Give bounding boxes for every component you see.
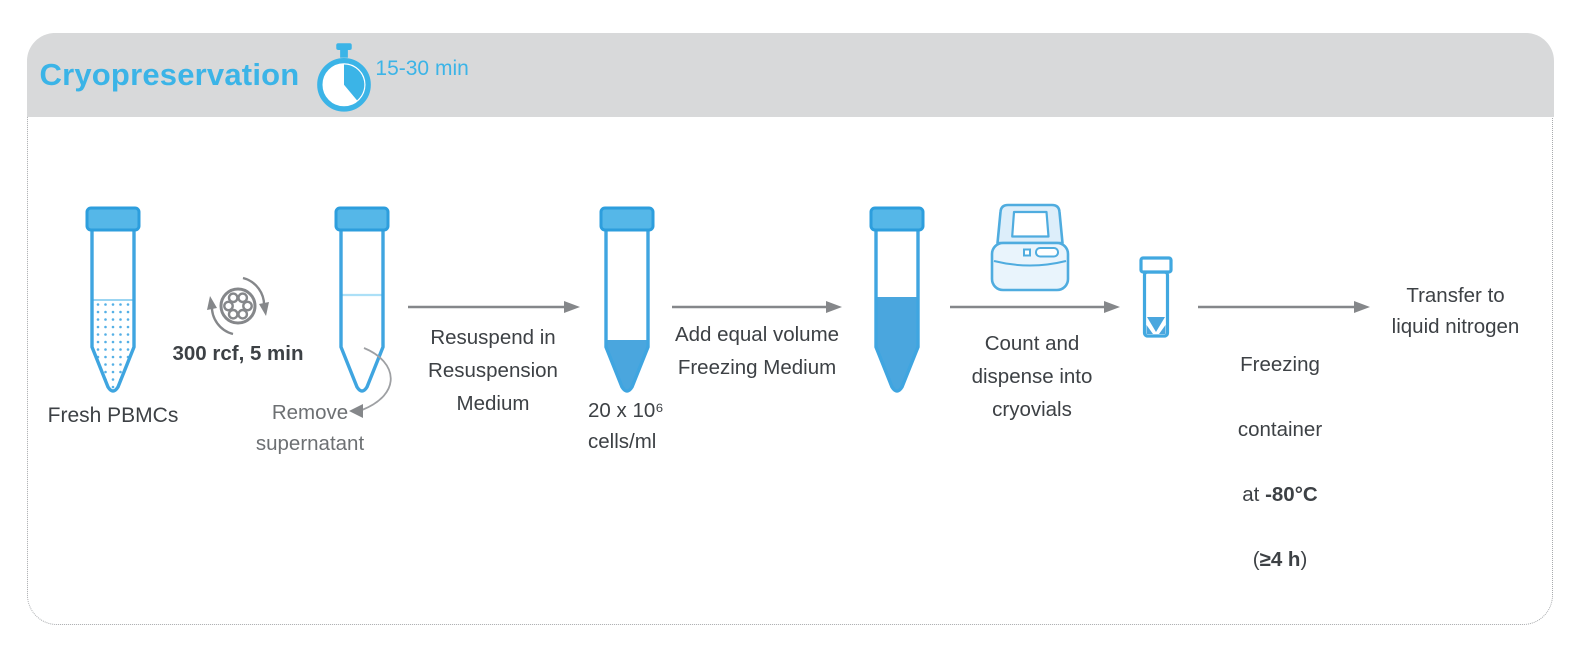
stopwatch-icon [317, 42, 372, 112]
centrifuge-settings-label: 300 rcf, 5 min [172, 342, 304, 365]
liquid-fill [606, 340, 648, 391]
tube-outline [339, 227, 385, 393]
remove-supernatant-curved-arrow [349, 347, 392, 418]
cell-concentration-label: 20 x 10⁶ cells/ml [588, 399, 664, 453]
cryovial-icon [1139, 256, 1173, 338]
protocol-panel: Cryopreservation 15-30 min [26, 32, 1554, 625]
tube-cap [599, 206, 655, 232]
tube-outline [90, 227, 136, 393]
cell-suspension-dotted-fill [92, 300, 134, 391]
duration-label: 15-30 min [375, 56, 469, 80]
freezing-line-2: container [1237, 418, 1323, 441]
pellet-tube-icon [334, 206, 390, 393]
add-freezing-medium-label: Add equal volume Freezing Medium [674, 323, 840, 379]
filled-tube-icon [869, 206, 925, 393]
resuspended-tube-icon [599, 206, 655, 393]
resuspend-label: Resuspend in Resuspension Medium [428, 326, 558, 415]
counter-button [1023, 248, 1031, 257]
tube-cap [334, 206, 390, 232]
fresh-pbmc-tube-icon [85, 206, 141, 393]
vial-liquid [1147, 317, 1165, 332]
counter-screen [1011, 210, 1050, 238]
liquid-fill [876, 297, 918, 391]
transfer-liquid-nitrogen-label: Transfer to liquid nitrogen [1391, 284, 1520, 338]
freezing-container-arrow [1198, 301, 1370, 313]
freezing-line-4: (≥4 h) [1252, 548, 1308, 571]
freezing-container-label: Freezing container at -80°C (≥4 h) [1187, 316, 1373, 609]
freezing-medium-arrow [672, 301, 842, 313]
counter-slot [1035, 247, 1059, 258]
timer-wrap [315, 42, 373, 113]
tube-outline [874, 227, 920, 393]
cell-counter-icon [990, 203, 1070, 292]
freezing-line-1: Freezing [1240, 353, 1320, 376]
panel-header: Cryopreservation 15-30 min [26, 32, 1554, 117]
page-title: Cryopreservation [39, 56, 300, 92]
vial-cap [1139, 256, 1173, 274]
resuspend-arrow [408, 301, 580, 313]
count-dispense-arrow [950, 301, 1120, 313]
remove-supernatant-label: Remove supernatant [255, 401, 365, 455]
fresh-pbmcs-label: Fresh PBMCs [47, 404, 179, 427]
freezing-line-3: at -80°C [1242, 483, 1318, 506]
tube-outline [604, 227, 650, 393]
centrifuge-rotor-icon [207, 276, 269, 336]
tube-cap [869, 206, 925, 232]
count-dispense-label: Count and dispense into cryovials [971, 332, 1093, 421]
tube-cap [85, 206, 141, 232]
